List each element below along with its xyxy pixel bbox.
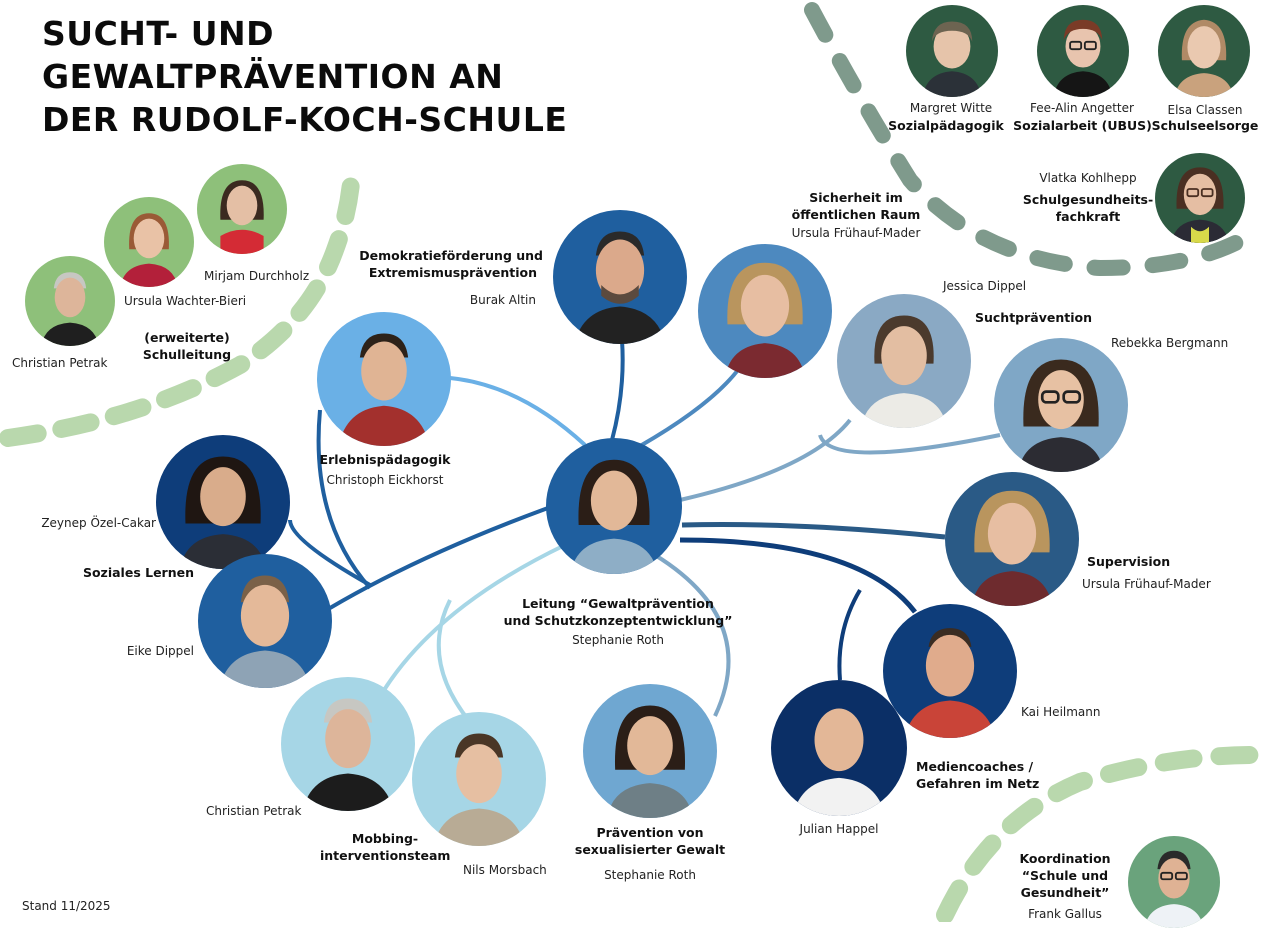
name-zeynep-oezel-cakar: Zeynep Özel-Cakar: [41, 516, 156, 530]
name-fee-alin-angetter: Fee-Alin Angetter: [1030, 101, 1134, 115]
role-sexual-1: Prävention von: [596, 825, 704, 840]
name-stephanie-roth-center: Stephanie Roth: [572, 633, 664, 647]
name-julian-happel: Julian Happel: [799, 822, 879, 836]
avatar-christian-petrak-leadership: [25, 256, 115, 346]
role-erweiterte: (erweiterte): [144, 330, 230, 345]
name-margret-witte: Margret Witte: [909, 101, 993, 115]
name-vlatka-kohlhepp: Vlatka Kohlhepp: [1039, 171, 1137, 185]
avatar-burak-altin: [553, 210, 687, 344]
name-ursula-fruehauf-mader-supervision: Ursula Frühauf-Mader: [1082, 577, 1211, 591]
name-eike-dippel: Eike Dippel: [126, 644, 194, 658]
avatar-eike-dippel: [198, 554, 332, 688]
title-line-2: GEWALTPRÄVENTION AN: [42, 57, 504, 96]
title-line-1: SUCHT- UND: [42, 14, 275, 53]
role-sicherheit-1: Sicherheit im: [809, 190, 903, 205]
dashed-arc-bottom-right: [936, 746, 1262, 922]
name-christian-petrak-leadership: Christian Petrak: [12, 356, 108, 370]
avatar-margret-witte: [906, 5, 998, 97]
avatar-frank-gallus: [1128, 836, 1220, 928]
title-line-3: DER RUDOLF-KOCH-SCHULE: [42, 100, 568, 139]
name-ursula-wachter-bieri: Ursula Wachter-Bieri: [124, 294, 247, 308]
role-koordination-1: Koordination: [1019, 851, 1111, 866]
role-demokratiefoerderung-1: Demokratieförderung und: [359, 248, 543, 263]
role-medien-1: Mediencoaches /: [916, 759, 1034, 774]
avatar-christian-petrak-mobbing: [281, 677, 415, 811]
role-leitung-2: und Schutzkonzeptentwicklung”: [503, 613, 733, 628]
role-demokratiefoerderung-2: Extremismusprävention: [368, 265, 537, 280]
avatar-stephanie-roth-center: [546, 438, 682, 574]
role-sozialarbeit-ubus: Sozialarbeit (UBUS): [1013, 118, 1152, 133]
name-ursula-fruehauf-mader-sicherheit: Ursula Frühauf-Mader: [791, 226, 921, 240]
avatar-christoph-eickhorst: [317, 312, 451, 446]
role-soziales-lernen: Soziales Lernen: [82, 565, 194, 580]
avatar-nils-morsbach: [412, 712, 546, 846]
name-christian-petrak-mobbing: Christian Petrak: [206, 804, 302, 818]
avatar-jessica-dippel: [837, 294, 971, 428]
role-schulseelsorge: Schulseelsorge: [1151, 118, 1259, 133]
name-jessica-dippel: Jessica Dippel: [943, 279, 1027, 293]
stand-date: Stand 11/2025: [22, 899, 111, 913]
role-schulgesundheitsfachkraft-1: Schulgesundheits-: [1022, 192, 1154, 207]
name-rebekka-bergmann: Rebekka Bergmann: [1111, 336, 1229, 350]
name-nils-morsbach: Nils Morsbach: [463, 863, 547, 877]
avatar-stephanie-roth-sexual: [583, 684, 717, 818]
avatar-fee-alin-angetter: [1037, 5, 1129, 97]
avatar-julian-happel: [771, 680, 907, 816]
avatar-mirjam-durchholz: [197, 164, 287, 254]
dashed-arc-leadership: [0, 161, 361, 447]
name-burak-altin: Burak Altin: [469, 293, 536, 307]
name-christoph-eickhorst: Christoph Eickhorst: [326, 473, 444, 487]
role-mobbing-1: Mobbing-: [351, 831, 419, 846]
role-sexual-2: sexualisierter Gewalt: [574, 842, 726, 857]
name-kai-heilmann: Kai Heilmann: [1021, 705, 1101, 719]
avatar-vlatka-kohlhepp: [1155, 153, 1245, 243]
role-supervision: Supervision: [1087, 554, 1171, 569]
role-mobbing-2: interventionsteam: [320, 848, 451, 863]
avatar-elsa-classen: [1158, 5, 1250, 97]
avatar-rebekka-bergmann: [994, 338, 1128, 472]
role-schulgesundheitsfachkraft-2: fachkraft: [1055, 209, 1121, 224]
name-mirjam-durchholz: Mirjam Durchholz: [204, 269, 310, 283]
avatar-zeynep-oezel-cakar: [156, 435, 290, 569]
name-elsa-classen: Elsa Classen: [1167, 103, 1243, 117]
page-title: SUCHT- UND GEWALTPRÄVENTION AN DER RUDOL…: [42, 12, 567, 141]
avatar-ursula-fruehauf-mader-supervision: [945, 472, 1079, 606]
role-erlebnispaedagogik: Erlebnispädagogik: [319, 452, 451, 467]
role-koordination-2: “Schule und: [1021, 868, 1109, 883]
avatar-ursula-wachter-bieri: [104, 197, 194, 287]
role-medien-2: Gefahren im Netz: [916, 776, 1040, 791]
avatar-kai-heilmann: [883, 604, 1017, 738]
dashed-arc-top-right: [804, 2, 1262, 277]
role-sicherheit-2: öffentlichen Raum: [791, 207, 921, 222]
role-schulleitung: Schulleitung: [142, 347, 232, 362]
role-koordination-3: Gesundheit”: [1020, 885, 1110, 900]
name-stephanie-roth-sexual: Stephanie Roth: [604, 868, 696, 882]
name-frank-gallus: Frank Gallus: [1028, 907, 1102, 921]
role-leitung-1: Leitung “Gewaltprävention: [522, 596, 714, 611]
role-sozialpaedagogik: Sozialpädagogik: [888, 118, 1004, 133]
avatar-ursula-fruehauf-mader-sicherheit: [698, 244, 832, 378]
role-suchtpraevention: Suchtprävention: [975, 310, 1093, 325]
